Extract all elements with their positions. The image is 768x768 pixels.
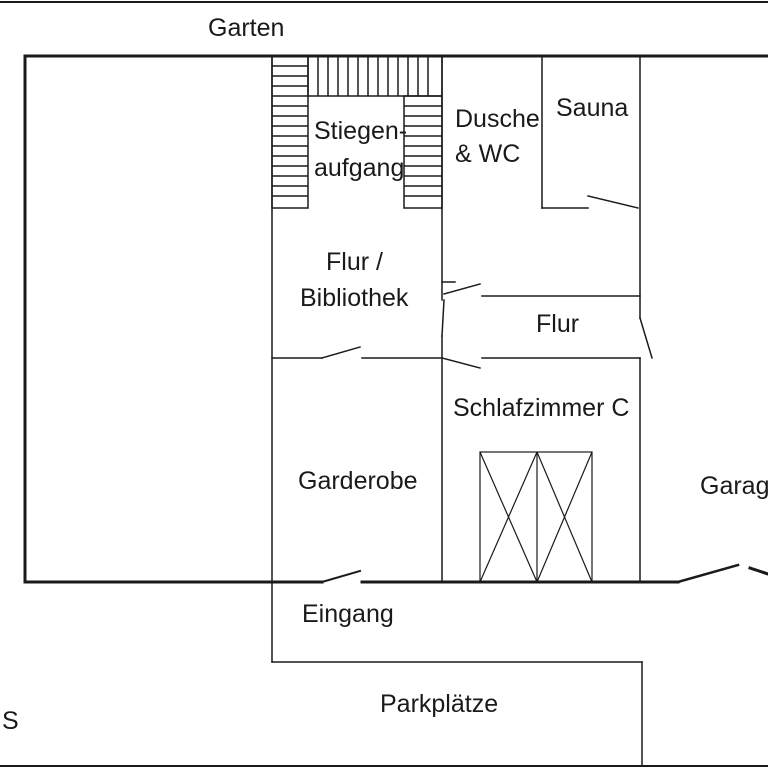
label-hall: Flur <box>536 310 579 338</box>
stair-steps-top <box>317 56 429 96</box>
wardrobe-cabinet <box>479 451 593 583</box>
label-hall-library-line2: Bibliothek <box>300 284 409 312</box>
label-entrance: Eingang <box>302 600 394 628</box>
label-hall-library-line1: Flur / <box>326 248 383 276</box>
label-sauna: Sauna <box>556 94 628 122</box>
label-stair-line1: Stiegen- <box>314 117 407 145</box>
stair-steps-left <box>272 65 308 197</box>
label-stair-line2: aufgang <box>314 154 404 182</box>
label-bedroom: Schlafzimmer C <box>453 394 629 422</box>
stair-steps-right <box>404 105 442 197</box>
label-wardrobe: Garderobe <box>298 467 418 495</box>
label-garage: Garag <box>700 472 768 500</box>
label-garden: Garten <box>208 14 284 42</box>
label-shower-line1: Dusche <box>455 105 540 133</box>
label-edge-left: S <box>2 707 19 735</box>
staircase <box>271 55 443 209</box>
label-shower-line2: & WC <box>455 140 520 168</box>
label-parking: Parkplätze <box>380 690 498 718</box>
